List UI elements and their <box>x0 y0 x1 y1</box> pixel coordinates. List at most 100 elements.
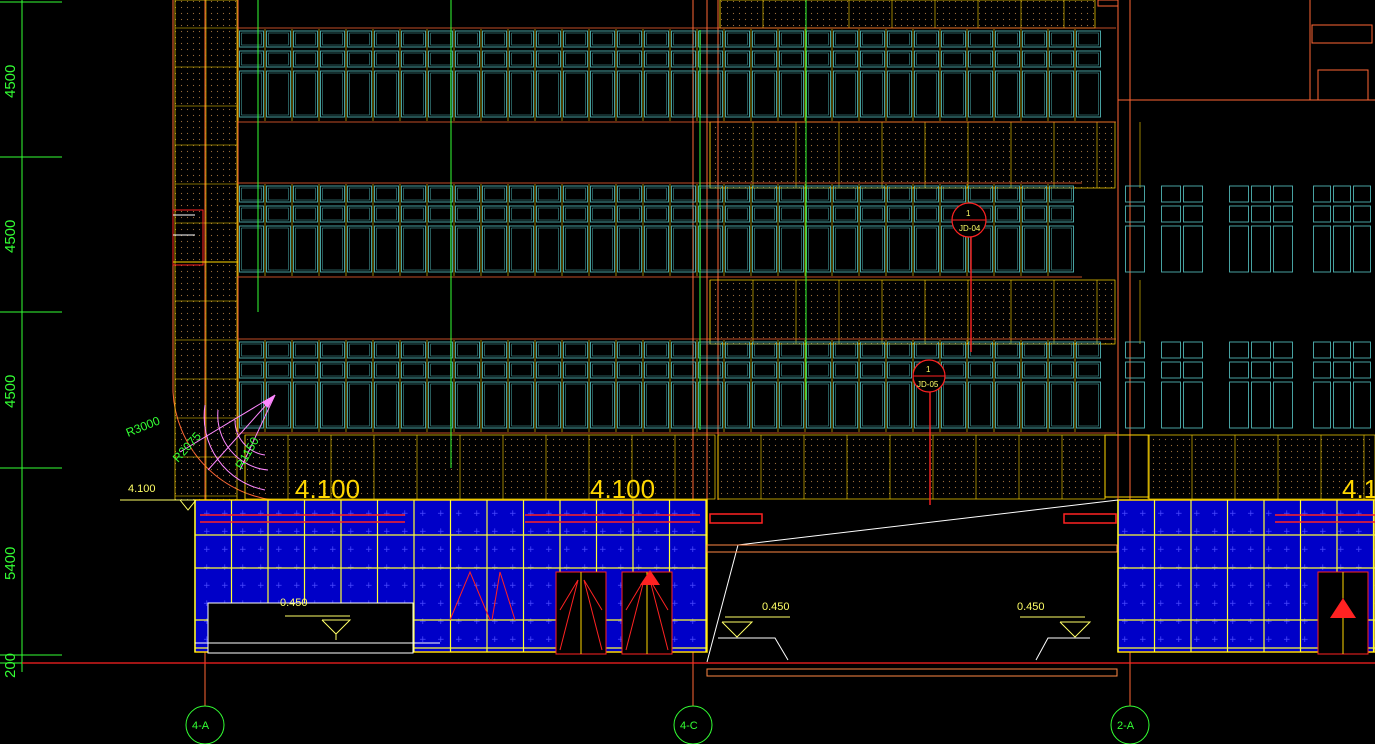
window-sash <box>241 363 262 377</box>
window-sash <box>754 343 775 357</box>
window-pane <box>617 341 642 359</box>
window-sash <box>322 383 343 427</box>
window-pane <box>266 30 291 48</box>
window-pane <box>1183 361 1203 379</box>
window-pane <box>725 185 750 203</box>
window-pane <box>1333 185 1351 203</box>
window-sash <box>403 363 424 377</box>
window-sash <box>835 52 856 66</box>
window-pane <box>1313 381 1331 429</box>
window-pane <box>1022 225 1047 273</box>
svg-text:4-C: 4-C <box>680 720 698 732</box>
window-sash <box>457 32 478 46</box>
window-sash <box>430 32 451 46</box>
window-pane <box>1076 50 1101 68</box>
window-pane <box>428 225 453 273</box>
window-pane <box>455 381 480 429</box>
window-pane <box>1161 341 1181 359</box>
floor-level-1: 0.450 <box>280 597 352 640</box>
window-sash <box>511 52 532 66</box>
window-sash <box>997 383 1018 427</box>
window-pane <box>590 70 615 118</box>
window-pane <box>1076 381 1101 429</box>
window-pane <box>1022 185 1047 203</box>
section-tag-2: 1 JD-05 <box>912 359 946 393</box>
window-sash <box>943 72 964 116</box>
window-pane <box>428 30 453 48</box>
window-sash <box>1024 363 1045 377</box>
window-pane <box>887 361 912 379</box>
window-pane <box>1049 381 1074 429</box>
level-mark-right: 4.1 <box>1342 474 1375 504</box>
window-pane <box>1251 381 1271 429</box>
window-sash <box>889 343 910 357</box>
window-pane <box>860 361 885 379</box>
window-sash <box>862 72 883 116</box>
window-pane <box>698 341 723 359</box>
window-pane <box>644 341 669 359</box>
window-sash <box>430 207 451 221</box>
window-sash <box>241 383 262 427</box>
window-pane <box>482 30 507 48</box>
window-pane <box>1273 185 1293 203</box>
window-pane <box>1161 361 1181 379</box>
window-pane <box>833 225 858 273</box>
window-pane <box>1049 185 1074 203</box>
window-pane <box>239 225 264 273</box>
window-pane <box>1229 361 1249 379</box>
window-pane <box>293 361 318 379</box>
window-sash <box>970 363 991 377</box>
window-sash <box>619 52 640 66</box>
window-sash <box>862 207 883 221</box>
window-pane <box>509 70 534 118</box>
window-pane <box>266 205 291 223</box>
window-pane <box>1313 205 1331 223</box>
window-pane <box>1022 30 1047 48</box>
window-sash <box>1051 52 1072 66</box>
window-pane <box>1161 225 1181 273</box>
window-pane <box>779 50 804 68</box>
window-pane <box>509 205 534 223</box>
window-sash <box>619 187 640 201</box>
window-sash <box>889 383 910 427</box>
window-sash <box>1024 227 1045 271</box>
window-sash <box>349 227 370 271</box>
window-sash <box>808 343 829 357</box>
window-sash <box>997 343 1018 357</box>
window-sash <box>376 343 397 357</box>
window-sash <box>295 227 316 271</box>
window-sash <box>1024 52 1045 66</box>
window-pane <box>887 225 912 273</box>
window-sash <box>754 207 775 221</box>
window-pane <box>941 185 966 203</box>
window-pane <box>806 30 831 48</box>
window-pane <box>293 185 318 203</box>
window-sash <box>970 72 991 116</box>
window-sash <box>808 32 829 46</box>
window-pane <box>887 185 912 203</box>
window-pane <box>374 361 399 379</box>
window-sash <box>727 227 748 271</box>
window-sash <box>538 72 559 116</box>
window-pane <box>752 70 777 118</box>
window-sash <box>457 52 478 66</box>
window-sash <box>646 343 667 357</box>
window-sash <box>349 187 370 201</box>
window-pane <box>293 205 318 223</box>
window-pane <box>806 50 831 68</box>
window-sash <box>484 72 505 116</box>
window-sash <box>403 383 424 427</box>
window-pane <box>401 30 426 48</box>
window-pane <box>725 70 750 118</box>
window-pane <box>752 185 777 203</box>
window-sash <box>349 207 370 221</box>
window-pane <box>1229 341 1249 359</box>
window-pane <box>536 185 561 203</box>
building-outline <box>172 0 1375 501</box>
window-pane <box>320 30 345 48</box>
window-bands <box>237 27 1371 434</box>
floor-level-2: 0.450 <box>721 601 790 638</box>
window-pane <box>779 361 804 379</box>
window-sash <box>781 383 802 427</box>
